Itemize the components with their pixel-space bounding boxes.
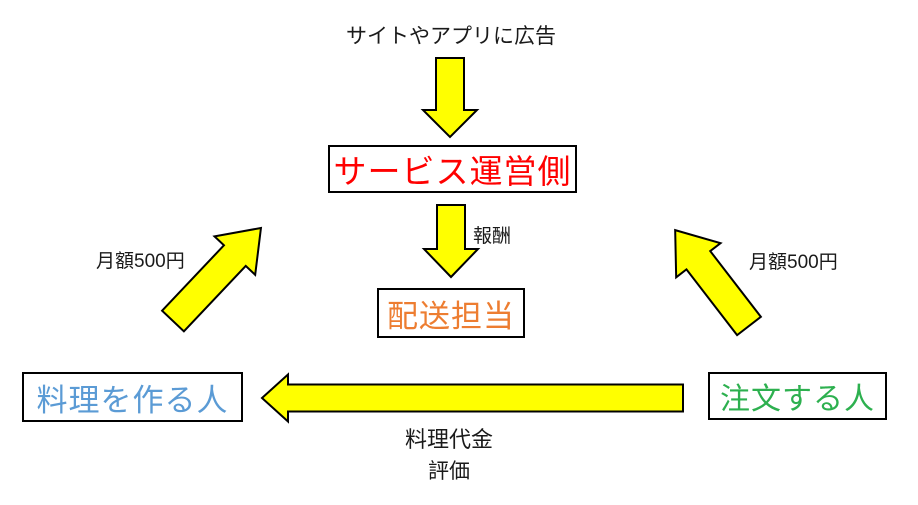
ads-label: サイトやアプリに広告	[346, 25, 556, 48]
monthly-fee-left-label: 月額500円	[96, 251, 185, 272]
rating-label: 評価	[428, 460, 470, 483]
down-arrow-icon	[421, 204, 481, 279]
monthly-fee-right-label: 月額500円	[749, 252, 838, 273]
orderer-label: 注文する人	[720, 383, 875, 416]
food-payment-label: 料理代金	[404, 427, 493, 452]
cook-box: 料理を作る人	[22, 372, 243, 422]
down-arrow-icon	[420, 57, 480, 139]
left-arrow-icon	[260, 372, 684, 424]
delivery-label: 配送担当	[387, 298, 515, 334]
orderer-box: 注文する人	[708, 372, 887, 420]
delivery-box: 配送担当	[377, 288, 525, 338]
service-operator-box: サービス運営側	[328, 145, 577, 193]
reward-label: 報酬	[473, 226, 512, 247]
up-left-arrow-icon	[674, 228, 763, 337]
service-operator-label: サービス運営側	[333, 153, 572, 190]
cook-label: 料理を作る人	[36, 382, 229, 418]
up-right-arrow-icon	[160, 226, 263, 333]
